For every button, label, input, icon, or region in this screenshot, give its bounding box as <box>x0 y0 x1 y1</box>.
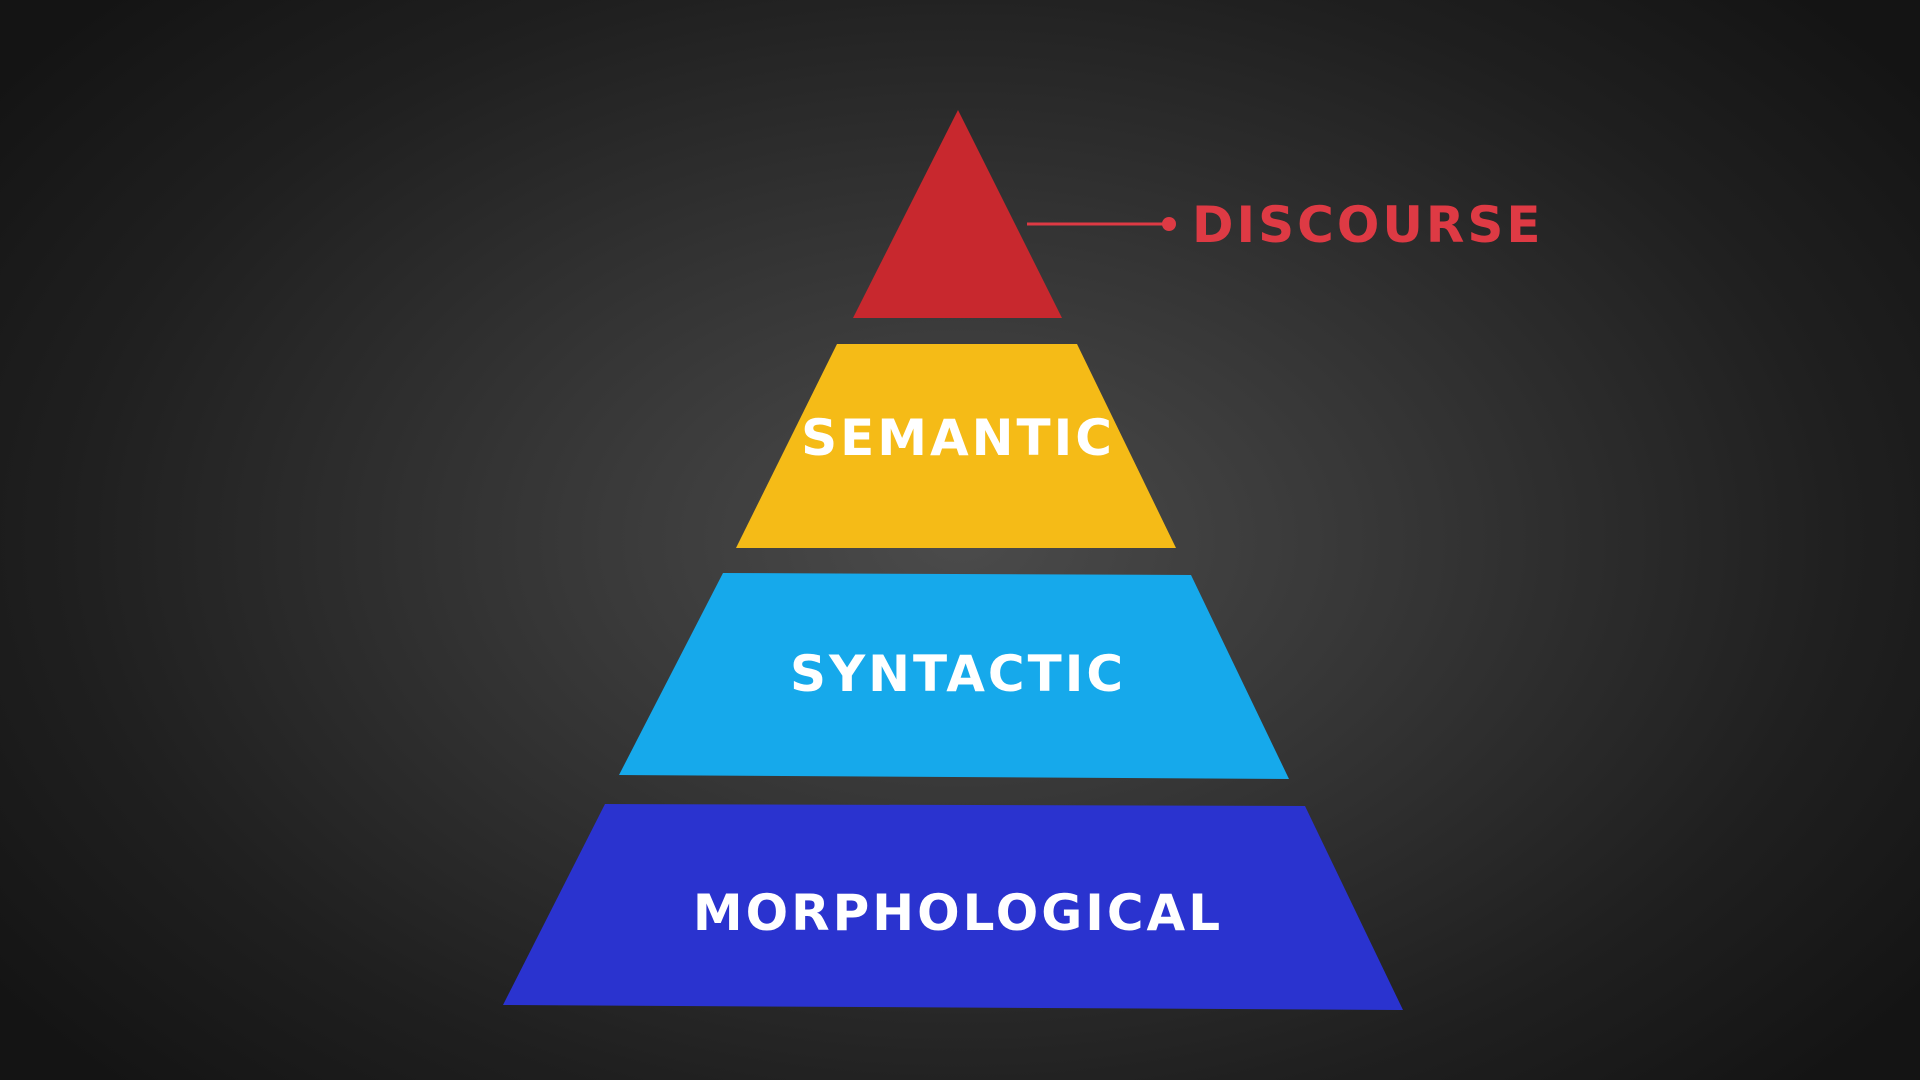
callout-connector-dot <box>1162 217 1176 231</box>
tier-label-syntactic: SYNTACTIC <box>790 645 1126 703</box>
pyramid-tier-semantic <box>736 344 1176 548</box>
callout-label-discourse: DISCOURSE <box>1192 196 1544 254</box>
pyramid-tier-discourse <box>853 110 1062 318</box>
pyramid-tier-syntactic <box>619 573 1289 779</box>
tier-label-semantic: SEMANTIC <box>801 409 1115 467</box>
pyramid-tier-morphological <box>503 804 1403 1010</box>
tier-label-morphological: MORPHOLOGICAL <box>693 884 1223 942</box>
